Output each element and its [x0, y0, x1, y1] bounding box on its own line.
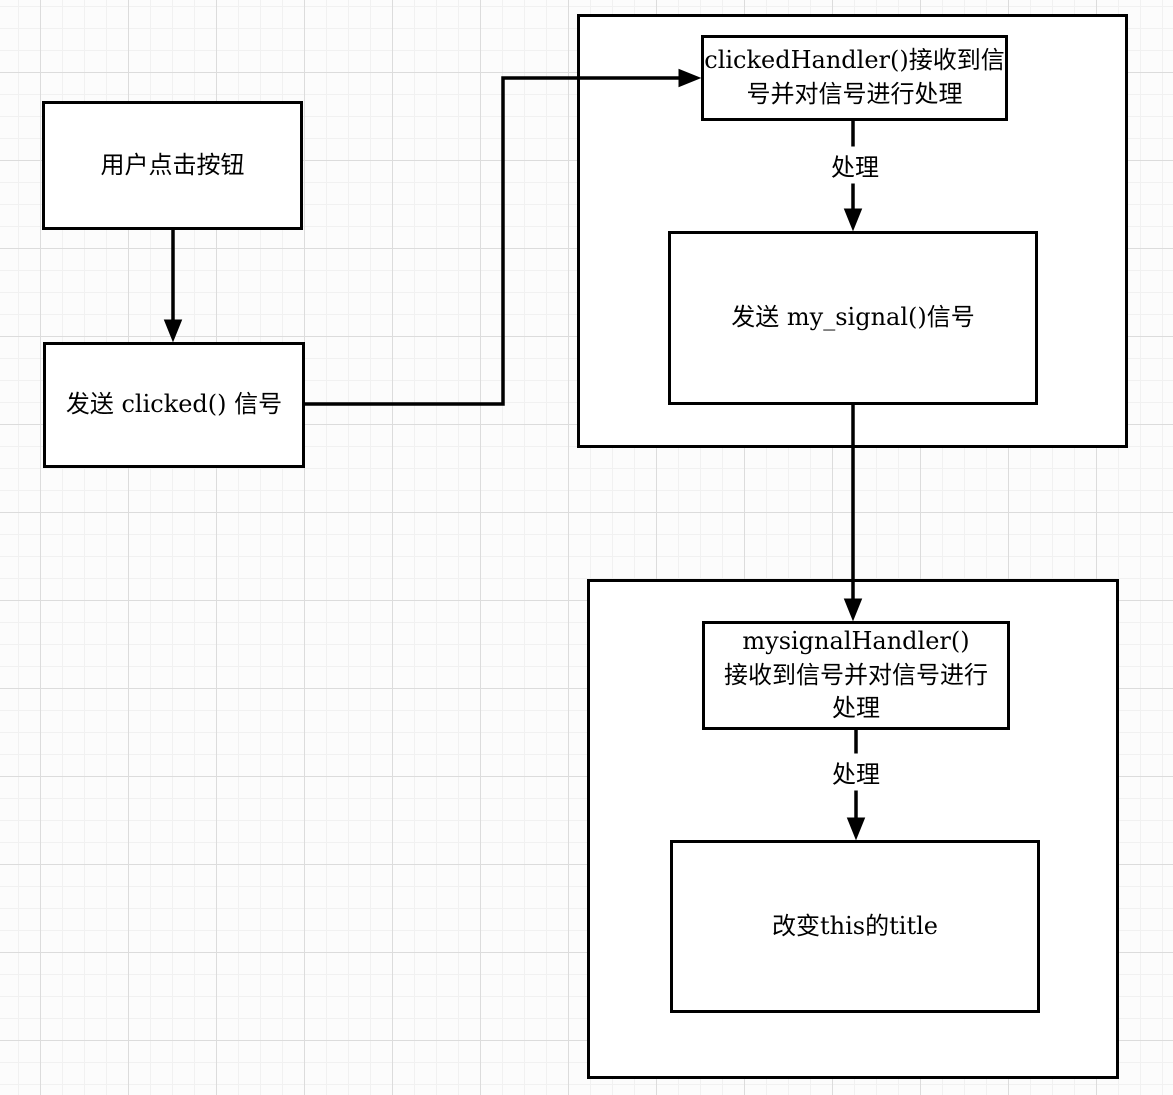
edge-userclick-to-sendclicked	[163, 230, 183, 343]
node-send-my-signal: 发送 my_signal()信号	[668, 231, 1038, 405]
edge-label-process-2: 处理	[827, 753, 885, 791]
node-send-clicked-signal: 发送 clicked() 信号	[43, 342, 305, 468]
edge-label-process-1: 处理	[826, 146, 884, 184]
node-user-click: 用户点击按钮	[42, 101, 303, 230]
node-mysignal-handler: mysignalHandler() 接收到信号并对信号进行 处理	[702, 621, 1010, 730]
node-clicked-handler: clickedHandler()接收到信 号并对信号进行处理	[701, 35, 1008, 121]
node-change-this-title: 改变this的title	[670, 840, 1040, 1013]
